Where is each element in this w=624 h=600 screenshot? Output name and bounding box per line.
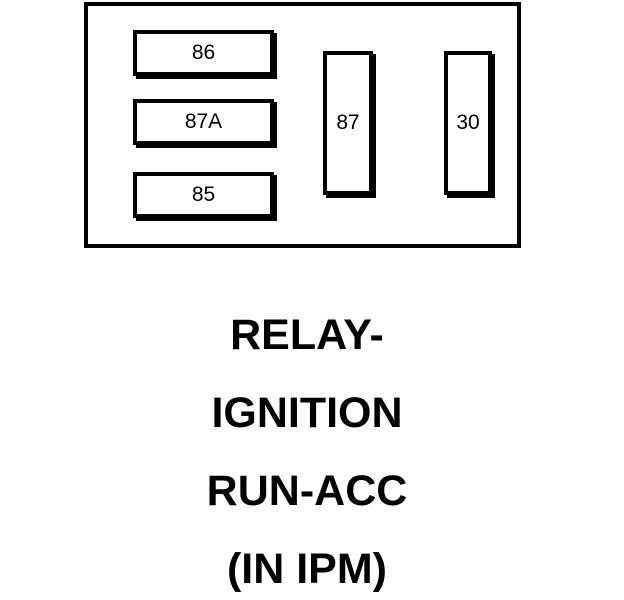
terminal-87: 87 bbox=[323, 51, 373, 195]
terminal-85-label: 85 bbox=[191, 183, 216, 206]
caption-line-1: RELAY- bbox=[230, 311, 384, 359]
terminal-85: 85 bbox=[133, 172, 274, 218]
terminal-87a: 87A bbox=[133, 99, 274, 145]
caption-line-4: (IN IPM) bbox=[226, 545, 388, 593]
caption-line-2: IGNITION bbox=[211, 389, 403, 437]
terminal-87-label: 87 bbox=[336, 111, 360, 134]
terminal-87a-label: 87A bbox=[184, 110, 223, 133]
relay-connector-outline: 86 87A 85 87 30 bbox=[84, 2, 521, 248]
terminal-30: 30 bbox=[444, 51, 492, 195]
terminal-86-label: 86 bbox=[191, 41, 216, 64]
caption-line-3: RUN-ACC bbox=[206, 467, 408, 515]
terminal-86: 86 bbox=[133, 30, 274, 76]
terminal-30-label: 30 bbox=[456, 111, 480, 134]
